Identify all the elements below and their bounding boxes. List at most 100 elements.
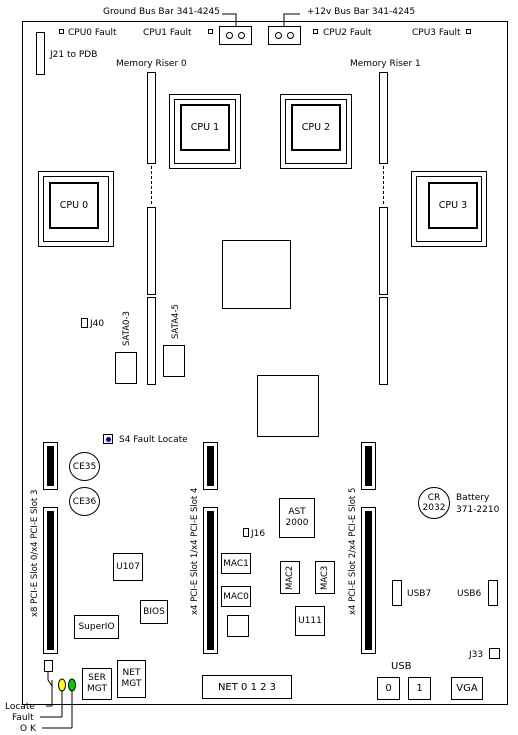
ground-bus-label: Ground Bus Bar 341-4245 xyxy=(103,7,220,17)
ce36-label: CE36 xyxy=(72,496,97,507)
cpu1-label: CPU 1 xyxy=(180,104,230,151)
usb6-connector xyxy=(488,580,498,606)
ok-led-label: O K xyxy=(20,724,36,734)
usb-1-label: 1 xyxy=(416,683,423,694)
s4-fault-locate-label: S4 Fault Locate xyxy=(119,435,188,445)
pcie-slot-4-long xyxy=(203,507,218,654)
cpu1-fault-led xyxy=(208,29,213,34)
cpu0-socket: CPU 0 xyxy=(38,171,114,247)
net-0123-ports[interactable]: NET 0 1 2 3 xyxy=(202,675,292,699)
u111-chip: U111 xyxy=(295,606,325,636)
net-0123-label: NET 0 1 2 3 xyxy=(217,681,277,693)
usb7-connector xyxy=(392,580,402,606)
pcie-slot-5-long xyxy=(361,507,376,654)
cpu2-label: CPU 2 xyxy=(291,104,341,151)
j21-connector xyxy=(36,32,45,75)
vga-label: VGA xyxy=(456,683,478,694)
usb-label: USB xyxy=(391,661,412,672)
mac3-label: MAC3 xyxy=(320,565,330,590)
locate-led-label: Locate xyxy=(5,702,35,712)
pcie-slot-5-label: x4 PCI-E Slot 2/x4 PCI-E Slot 5 xyxy=(348,487,358,615)
s4-button-dot-icon xyxy=(106,437,111,442)
bus-bar-leaders xyxy=(222,13,300,26)
ast-line1: AST xyxy=(288,507,306,517)
led-leaders xyxy=(40,672,76,729)
memory-riser-0-slot-a xyxy=(147,72,156,164)
cpu1-socket: CPU 1 xyxy=(169,94,241,169)
j16-connector xyxy=(243,528,249,537)
usb-1-port[interactable]: 1 xyxy=(408,677,431,700)
j21-label: J21 to PDB xyxy=(50,50,98,60)
memory-riser-0-label: Memory Riser 0 xyxy=(116,59,187,69)
bios-label: BIOS xyxy=(143,607,165,617)
j16-label: J16 xyxy=(251,529,266,539)
memory-riser-0-slot-c xyxy=(147,297,156,385)
sata03-connector xyxy=(115,352,137,384)
vga-port[interactable]: VGA xyxy=(451,677,483,700)
plus12v-bus-label: +12v Bus Bar 341-4245 xyxy=(307,7,416,17)
memory-riser-1-slot-b xyxy=(379,207,388,295)
battery-cr-line1: CR xyxy=(427,493,441,503)
memory-riser-0-slot-b xyxy=(147,207,156,295)
fault-led-label: Fault xyxy=(12,713,34,723)
mac1-chip: MAC1 xyxy=(221,553,251,574)
mac0-label: MAC0 xyxy=(223,591,249,602)
s4-fault-locate-button[interactable] xyxy=(103,434,113,444)
ser-line1: SER xyxy=(88,673,106,683)
cpu3-socket: CPU 3 xyxy=(411,171,487,247)
usb-0-label: 0 xyxy=(385,683,392,694)
cpu2-fault-led xyxy=(313,29,318,34)
mac3-chip xyxy=(315,561,335,594)
usb6-label: USB6 xyxy=(457,589,482,599)
superio-chip: SuperIO xyxy=(74,615,119,639)
ok-led-icon xyxy=(68,678,76,692)
memory-riser-1-label: Memory Riser 1 xyxy=(350,59,421,69)
led-header xyxy=(44,660,53,672)
j33-connector xyxy=(489,648,500,659)
u107-label: U107 xyxy=(116,562,140,572)
southbridge-chip xyxy=(257,375,319,437)
riser-1-dash xyxy=(383,166,385,204)
ast-line2: 2000 xyxy=(285,518,309,528)
cr2032-battery: CR 2032 xyxy=(418,487,450,519)
northbridge-chip xyxy=(222,240,291,309)
ser-line2: MGT xyxy=(87,684,107,694)
pcie-slot-3-short xyxy=(43,442,58,490)
pcie-slot-3-label: x8 PCI-E Slot 0/x4 PCI-E Slot 3 xyxy=(30,489,40,617)
small-chip xyxy=(227,615,249,637)
ce35-label: CE35 xyxy=(72,461,97,472)
battery-part-number: 371-2210 xyxy=(456,505,500,515)
plus12v-bus-connector xyxy=(268,26,301,45)
j33-label: J33 xyxy=(469,650,484,660)
u111-label: U111 xyxy=(298,616,322,626)
cpu3-fault-label: CPU3 Fault xyxy=(412,28,461,38)
cpu1-fault-label: CPU1 Fault xyxy=(143,28,192,38)
bios-chip: BIOS xyxy=(140,600,168,624)
motherboard-outline xyxy=(22,21,508,705)
mac2-chip xyxy=(280,561,300,594)
ce35-capacitor: CE35 xyxy=(69,452,100,481)
sata45-label: SATA4-5 xyxy=(171,304,181,339)
battery-cr-line2: 2032 xyxy=(422,503,446,513)
superio-label: SuperIO xyxy=(78,622,115,632)
u107-chip: U107 xyxy=(113,553,143,581)
cpu3-fault-led xyxy=(466,29,471,34)
sata03-label: SATA0-3 xyxy=(122,311,132,346)
cpu0-fault-label: CPU0 Fault xyxy=(68,28,117,38)
sata45-connector xyxy=(163,345,185,377)
pcie-slot-5-short xyxy=(361,442,376,490)
ser-mgt-port[interactable]: SER MGT xyxy=(82,668,112,700)
j40-connector xyxy=(81,318,88,328)
usb-0-port[interactable]: 0 xyxy=(377,677,400,700)
cpu2-socket: CPU 2 xyxy=(280,94,352,169)
ast2000-chip: AST 2000 xyxy=(279,498,315,538)
locate-led-icon xyxy=(58,678,66,692)
mac0-chip: MAC0 xyxy=(221,586,251,607)
net-mgt-port[interactable]: NET MGT xyxy=(117,660,146,698)
ground-bus-connector xyxy=(219,26,252,45)
memory-riser-1-slot-a xyxy=(379,72,388,164)
cpu0-fault-led xyxy=(59,29,64,34)
pcie-slot-4-label: x4 PCI-E Slot 1/x4 PCI-E Slot 4 xyxy=(190,487,200,615)
mac2-label: MAC2 xyxy=(285,565,295,590)
j40-label: J40 xyxy=(90,319,105,329)
